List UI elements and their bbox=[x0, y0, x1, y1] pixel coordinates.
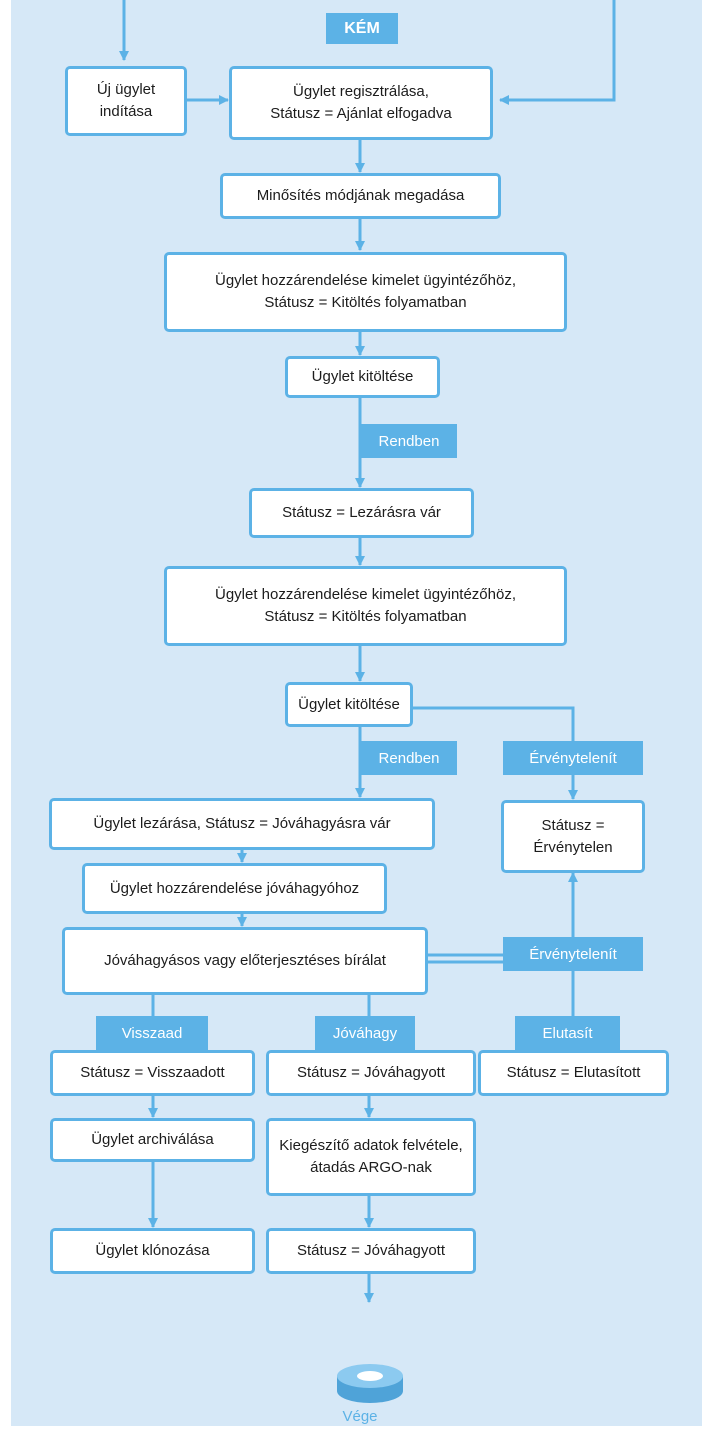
await-close-step: Státusz = Lezárásra vár bbox=[249, 488, 474, 538]
review-step: Jóváhagyásos vagy előterjesztéses bírála… bbox=[62, 927, 428, 995]
invalid-status-step: Státusz = Érvénytelen bbox=[501, 800, 645, 873]
rating-method-step: Minősítés módjának megadása bbox=[220, 173, 501, 219]
close-deal-step: Ügylet lezárása, Státusz = Jóváhagyásra … bbox=[49, 798, 435, 850]
end-label: Vége bbox=[342, 1408, 378, 1425]
approved-final-step: Státusz = Jóváhagyott bbox=[266, 1228, 476, 1274]
approve-label: Jóváhagy bbox=[315, 1016, 415, 1050]
assign-handler-step-1: Ügylet hozzárendelése kimelet ügyintézőh… bbox=[164, 252, 567, 332]
end-disc-icon bbox=[337, 1364, 403, 1403]
new-deal-step: Új ügylet indítása bbox=[65, 66, 187, 136]
supplement-step: Kiegészítő adatok felvétele, átadás ARGO… bbox=[266, 1118, 476, 1196]
assign-approver-step: Ügylet hozzárendelése jóváhagyóhoz bbox=[82, 863, 387, 914]
fill-deal-step-2: Ügylet kitöltése bbox=[285, 682, 413, 727]
clone-step: Ügylet klónozása bbox=[50, 1228, 255, 1274]
arrow-top-right-in bbox=[499, 0, 616, 105]
reject-label: Elutasít bbox=[515, 1016, 620, 1050]
invalidate-label-2: Érvénytelenít bbox=[503, 937, 643, 971]
invalidate-label-1: Érvénytelenít bbox=[503, 741, 643, 775]
ok-label-2: Rendben bbox=[361, 741, 457, 775]
assign-handler-step-2: Ügylet hozzárendelése kimelet ügyintézőh… bbox=[164, 566, 567, 646]
returned-status-step: Státusz = Visszaadott bbox=[50, 1050, 255, 1096]
kem-header-label: KÉM bbox=[326, 13, 398, 44]
rejected-status-step: Státusz = Elutasított bbox=[478, 1050, 669, 1096]
fill-deal-step-1: Ügylet kitöltése bbox=[285, 356, 440, 398]
archive-step: Ügylet archiválása bbox=[50, 1118, 255, 1162]
approved-status-step: Státusz = Jóváhagyott bbox=[266, 1050, 476, 1096]
return-label: Visszaad bbox=[96, 1016, 208, 1050]
ok-label-1: Rendben bbox=[361, 424, 457, 458]
register-step: Ügylet regisztrálása, Státusz = Ajánlat … bbox=[229, 66, 493, 140]
